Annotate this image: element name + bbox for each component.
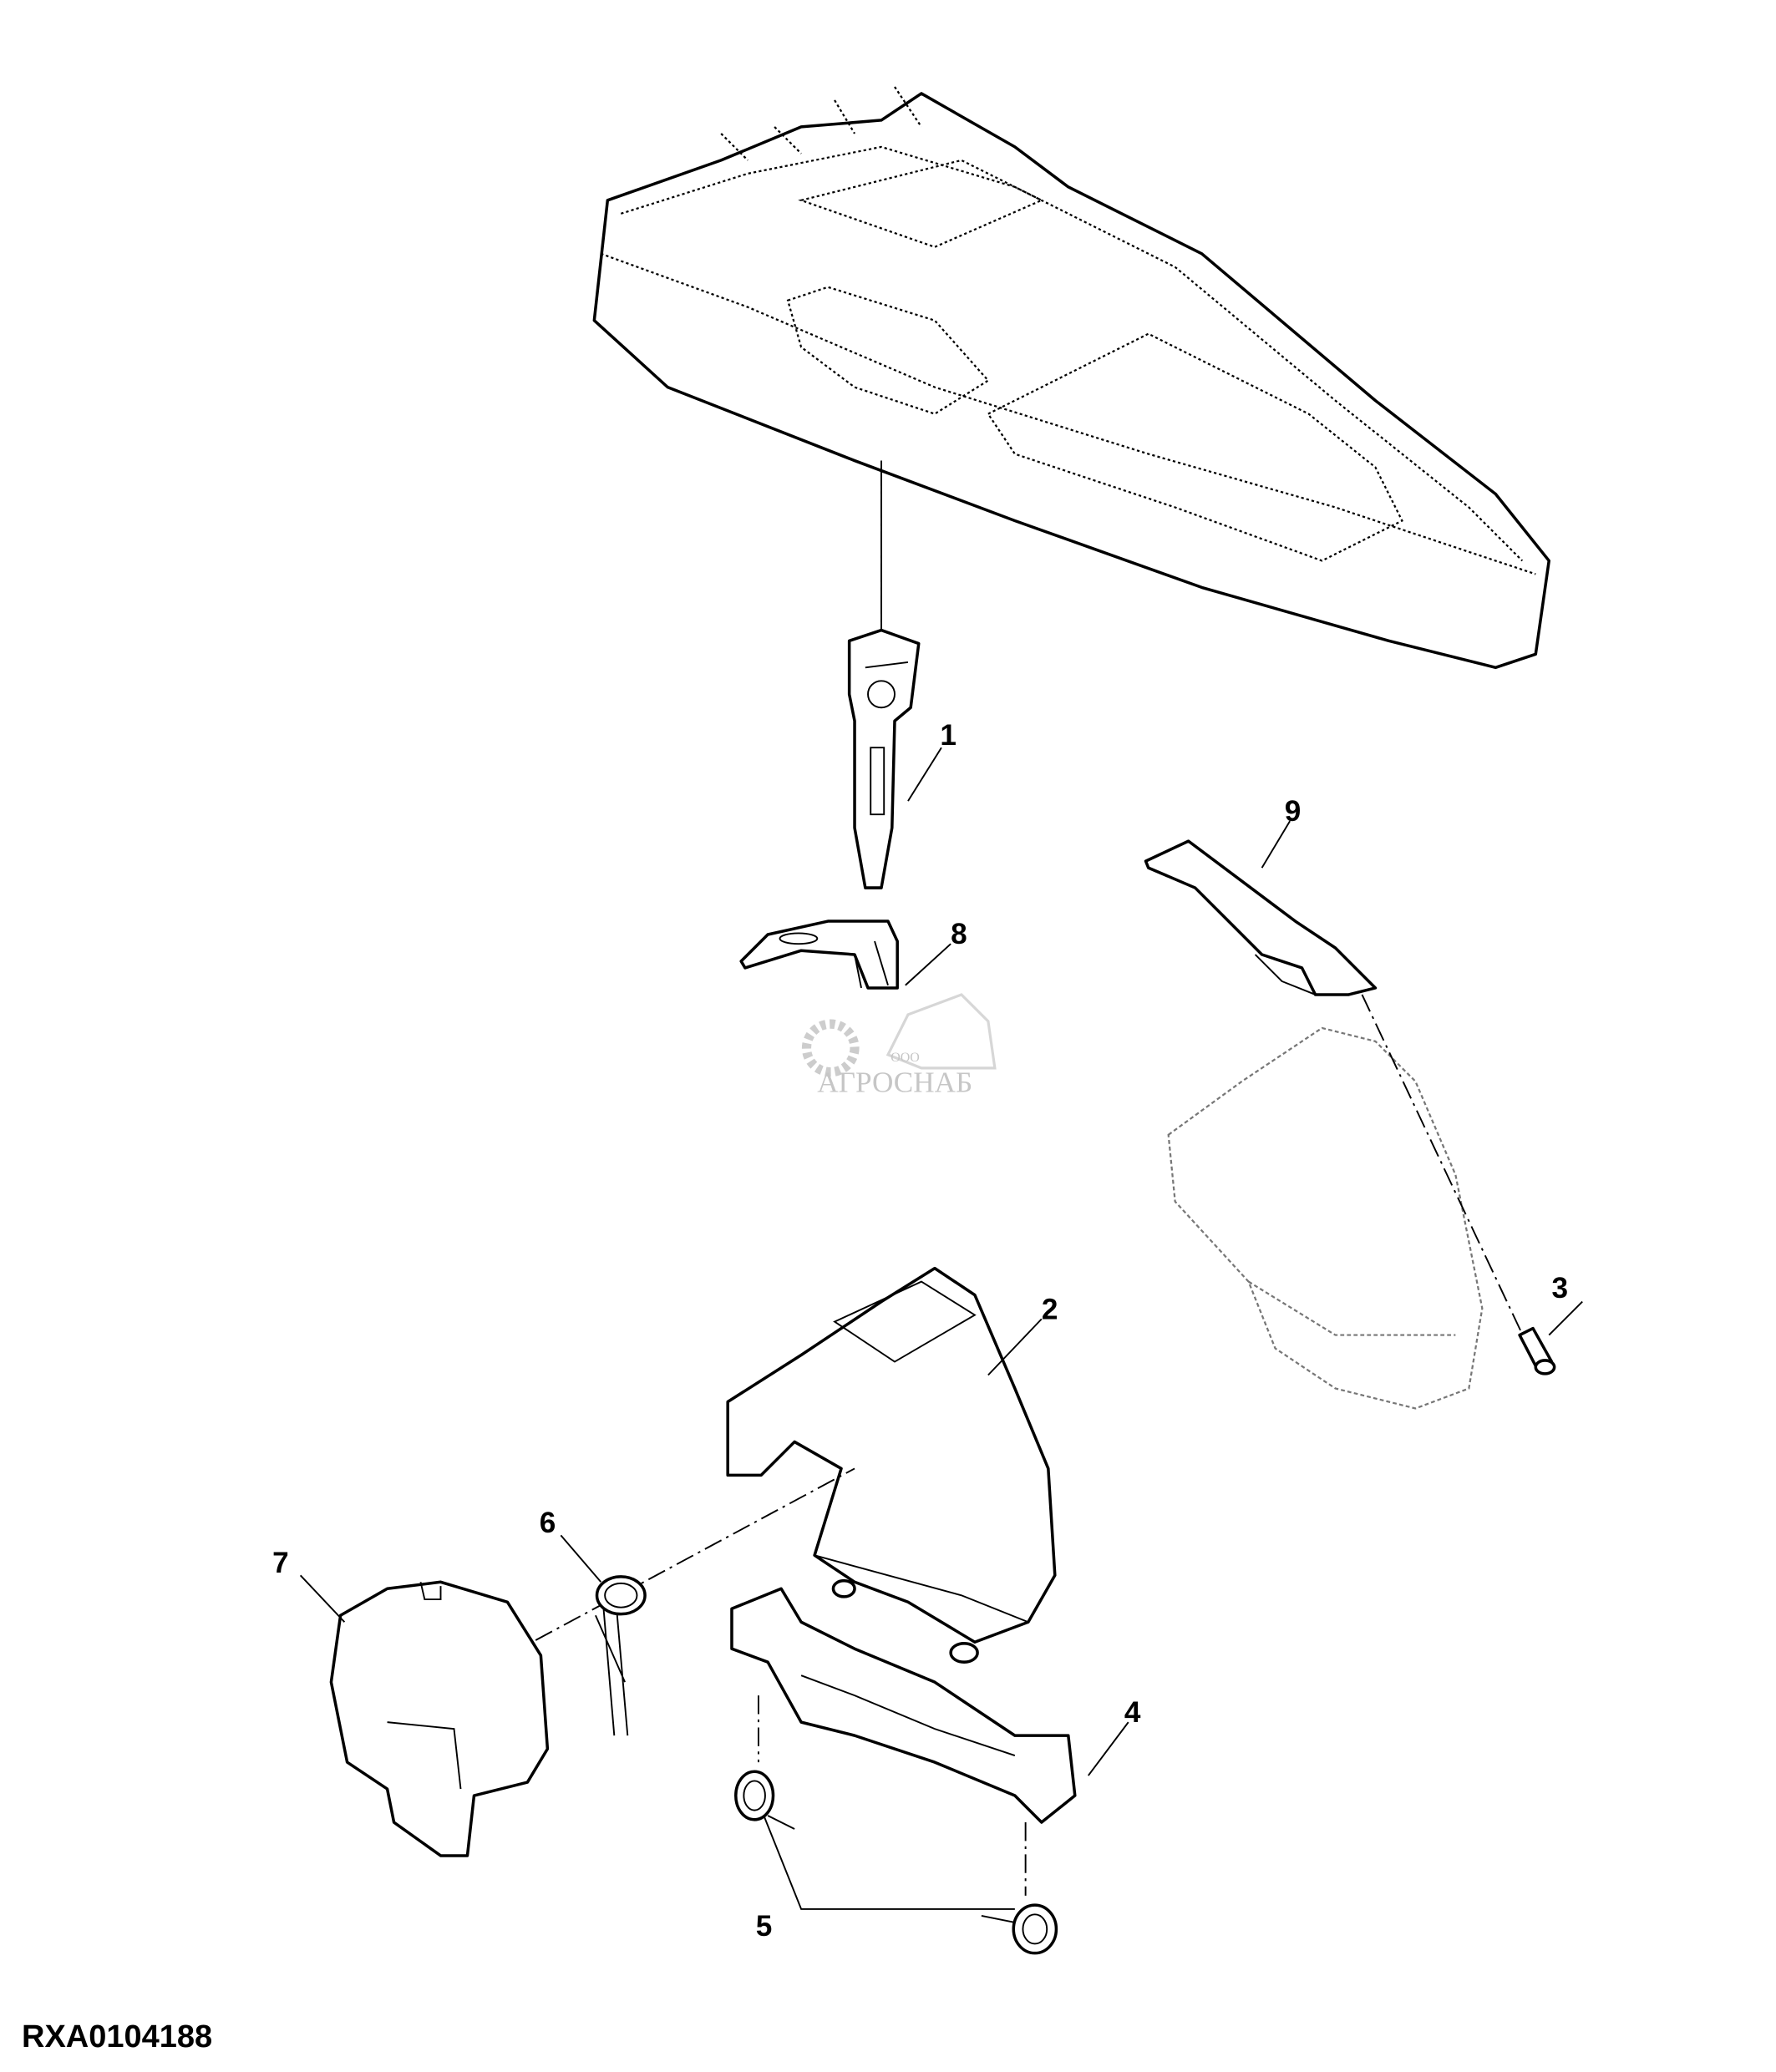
part-3-pin <box>1518 1326 1556 1375</box>
part-8-cap <box>739 919 899 990</box>
part-5-springs <box>734 1770 1058 1955</box>
centerline-6 <box>506 1467 855 1657</box>
leader-2 <box>987 1318 1043 1376</box>
callout-5: 5 <box>756 1910 773 1943</box>
leader-5 <box>763 1815 1015 1910</box>
leader-1 <box>907 747 942 802</box>
figure-id-label: RXA0104188 <box>22 2019 213 2054</box>
leader-4 <box>1088 1721 1129 1776</box>
watermark-logo: ООО АГРОСНАБ <box>801 993 997 1099</box>
part-4-arm <box>730 1587 1077 1824</box>
part-9-trigger <box>1144 839 1378 996</box>
centerline-5 <box>757 1695 1027 1896</box>
console-housing <box>592 86 1551 670</box>
part-6-spring <box>595 1575 647 1736</box>
callout-9: 9 <box>1285 795 1302 828</box>
watermark-name: АГРОСНАБ <box>817 1066 972 1099</box>
callout-4: 4 <box>1124 1696 1141 1729</box>
part-2-bracket <box>726 1266 1057 1664</box>
callout-6: 6 <box>540 1507 556 1539</box>
leader-6 <box>560 1534 602 1583</box>
assembly-ghost <box>1167 1026 1484 1410</box>
leader-8 <box>905 943 951 986</box>
watermark-prefix: ООО <box>891 1051 920 1065</box>
leader-9 <box>1261 820 1291 869</box>
leader-3 <box>1548 1300 1583 1336</box>
part-1-lever <box>847 628 921 889</box>
callout-2: 2 <box>1042 1293 1058 1325</box>
leader-7 <box>299 1574 346 1623</box>
callout-7: 7 <box>272 1547 289 1579</box>
callout-3: 3 <box>1551 1272 1568 1304</box>
callout-8: 8 <box>951 918 967 950</box>
callout-1: 1 <box>940 719 957 752</box>
centerline-9 <box>1361 994 1530 1349</box>
part-7-cover <box>329 1580 550 1857</box>
